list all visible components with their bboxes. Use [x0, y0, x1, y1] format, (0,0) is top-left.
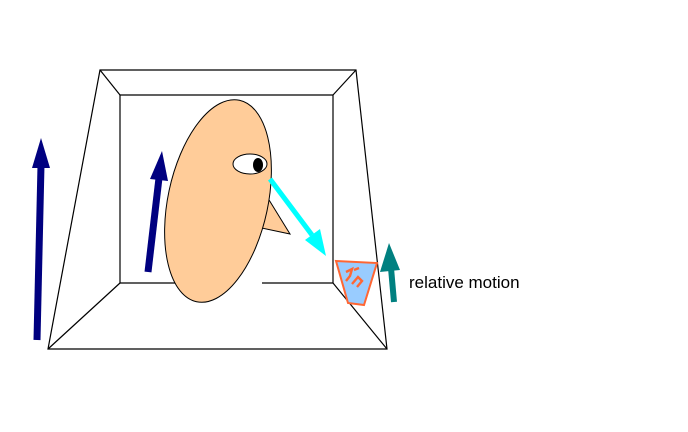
observer-arrow-outer-icon — [32, 138, 50, 341]
observer-face — [164, 99, 292, 303]
room-edge-top-left — [99, 69, 121, 96]
room-box — [47, 69, 388, 350]
room-edge-bottom-right — [332, 282, 388, 350]
gaze-arrow-icon — [268, 177, 326, 256]
relative-motion-label: relative motion — [409, 273, 520, 292]
relative-motion-arrow-icon — [380, 243, 400, 303]
room-edge-top-right — [332, 69, 357, 96]
head — [164, 99, 272, 303]
pupil — [253, 158, 263, 172]
wall-target — [334, 259, 379, 307]
room-inner-frame — [119, 94, 334, 283]
observer-arrow-inner-icon — [144, 151, 168, 273]
target-frame — [334, 259, 379, 307]
target-mark-icon — [345, 266, 364, 288]
room-edge-bottom-left — [47, 282, 121, 350]
